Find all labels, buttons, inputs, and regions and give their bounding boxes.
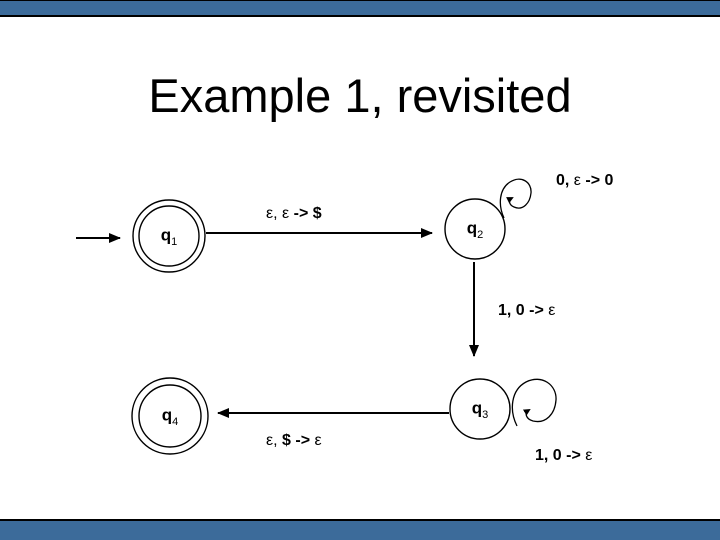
- label-part: -> 0: [585, 172, 614, 189]
- state-q3-circle: [449, 378, 511, 440]
- top-accent-bar: [0, 0, 720, 17]
- label-part: -> $: [293, 205, 322, 222]
- transition-label-q2-self: 0, ε -> 0: [556, 172, 613, 190]
- label-part: $ ->: [282, 432, 315, 449]
- label-part: 0,: [556, 172, 574, 189]
- state-q4-outer-circle: [131, 377, 209, 455]
- state-label-base: q: [161, 405, 173, 425]
- state-label-q2: q2: [466, 218, 484, 241]
- state-label-q4: q4: [161, 405, 179, 428]
- transition-label-q1-q2: ε, ε -> $: [266, 205, 322, 223]
- slide-title: Example 1, revisited: [148, 69, 572, 123]
- state-q1-inner-circle: [138, 205, 200, 267]
- label-part: 1, 0 ->: [498, 302, 549, 319]
- transition-label-q3-q4: ε, $ -> ε: [266, 432, 322, 450]
- label-part: ε: [314, 432, 322, 449]
- state-label-base: q: [466, 218, 478, 238]
- state-label-sub: 4: [172, 415, 179, 428]
- transition-label-q2-q3: 1, 0 -> ε: [498, 302, 555, 320]
- state-label-sub: 3: [482, 408, 489, 421]
- state-label-sub: 1: [171, 235, 178, 248]
- state-label-q1: q1: [160, 225, 178, 248]
- state-label-q3: q3: [471, 398, 489, 421]
- self-loop-q2: [499, 178, 532, 219]
- state-label-base: q: [471, 398, 483, 418]
- self-loop-q3: [511, 378, 557, 427]
- state-q4-inner-circle: [138, 384, 202, 448]
- state-label-base: q: [160, 225, 172, 245]
- label-part: ε: [548, 302, 556, 319]
- label-part: ε,: [266, 432, 283, 449]
- transition-label-q3-self: 1, 0 -> ε: [535, 447, 592, 465]
- label-part: ε: [585, 447, 593, 464]
- state-q1-outer-circle: [132, 199, 206, 273]
- label-part: ε: [573, 172, 586, 189]
- label-part: ε, ε: [266, 205, 294, 222]
- bottom-accent-bar: [0, 519, 720, 540]
- state-label-sub: 2: [477, 228, 484, 241]
- label-part: 1, 0 ->: [535, 447, 586, 464]
- state-q2-circle: [444, 198, 506, 260]
